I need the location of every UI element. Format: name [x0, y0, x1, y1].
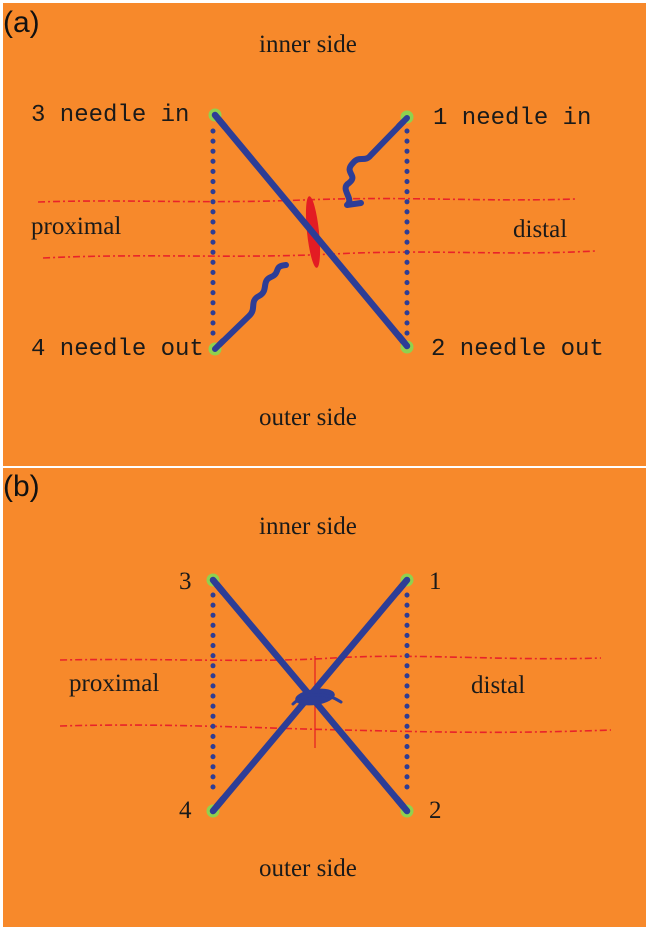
suture-tail-upper	[342, 115, 410, 208]
tissue-edge-upper	[37, 197, 576, 203]
panel-label: (a)	[3, 6, 40, 39]
suture-tail-lower	[212, 262, 289, 352]
distal-label: distal	[471, 672, 526, 699]
outer-side-label: outer side	[259, 855, 357, 882]
point-3-label: 3	[179, 568, 192, 595]
distal-label: distal	[513, 216, 568, 243]
inner-side-label: inner side	[259, 513, 357, 540]
suture-diagram-a	[37, 108, 596, 356]
suture-knot	[295, 688, 335, 706]
point-3-label: 3 needle in	[31, 102, 190, 129]
inner-side-label: inner side	[259, 31, 357, 58]
point-4-label: 4	[179, 797, 192, 824]
tissue-edge-lower	[59, 724, 612, 734]
proximal-label: proximal	[31, 213, 122, 240]
suture-diagonal	[211, 111, 411, 350]
point-1-label: 1	[429, 568, 442, 595]
point-4-label: 4 needle out	[31, 336, 204, 363]
suture-diagram-b	[59, 573, 612, 818]
panel-b: (b) inner side proximal distal outer sid…	[3, 468, 646, 927]
outer-side-label: outer side	[259, 404, 357, 431]
panel-a: (a) inner side proximal distal outer sid…	[3, 3, 646, 466]
tissue-edge-upper	[59, 655, 602, 662]
point-2-label: 2 needle out	[431, 336, 604, 363]
proximal-label: proximal	[69, 670, 160, 697]
panel-label: (b)	[3, 470, 40, 503]
point-2-label: 2	[429, 797, 442, 824]
point-1-label: 1 needle in	[433, 105, 592, 132]
